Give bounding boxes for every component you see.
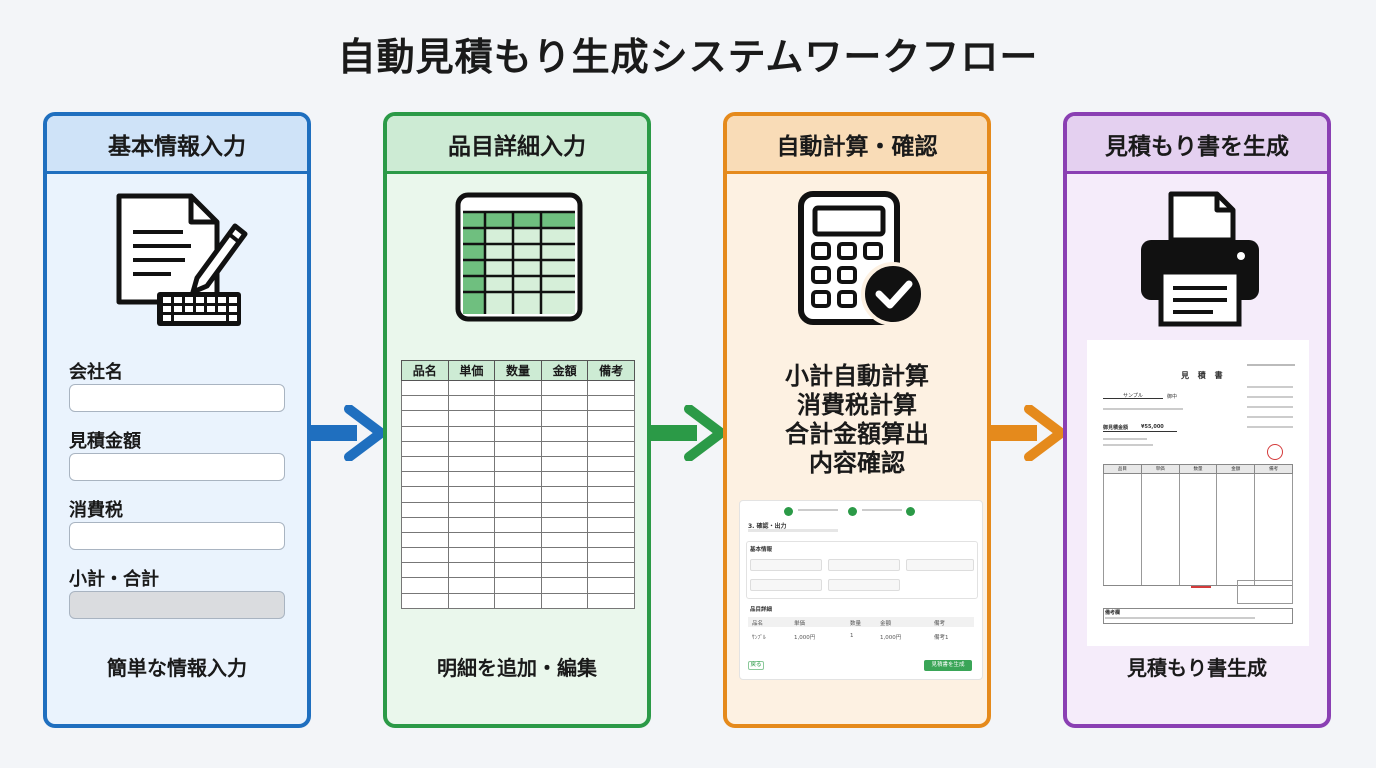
- consumption-tax-label: 消費税: [69, 500, 123, 521]
- seal-stamp: [1267, 444, 1283, 460]
- section-basic-label: 基本情報: [750, 547, 773, 553]
- table-row[interactable]: [401, 395, 635, 412]
- doc-header: 単価: [1140, 464, 1180, 474]
- step-header: 品目詳細入力: [387, 116, 647, 174]
- company-name-field[interactable]: [69, 384, 285, 412]
- total-value: ¥55,000: [1141, 424, 1164, 430]
- table-row[interactable]: [401, 501, 635, 518]
- calculator-check-icon: [798, 191, 925, 326]
- step-indicator: [784, 507, 793, 516]
- company-name-label: 会社名: [69, 362, 123, 383]
- spreadsheet-icon: [455, 192, 583, 322]
- estimate-amount-label: 見積金額: [69, 431, 141, 452]
- consumption-tax-field[interactable]: [69, 522, 285, 550]
- step-generate-estimate-card: 見積もり書を生成 見 積 書 サンプル 御中 御見積金額 ¥55,000 品目: [1063, 112, 1331, 728]
- document-keyboard-icon: [116, 193, 248, 326]
- row-cell: 1,000円: [880, 635, 902, 641]
- step-header: 見積もり書を生成: [1067, 116, 1327, 174]
- step-basic-info-card: 基本情報入力 会社名 見積金額 消費税 小計・合計 簡単な情報入力: [43, 112, 311, 728]
- table-row[interactable]: [401, 547, 635, 564]
- calc-item: 合計金額算出: [785, 420, 929, 448]
- doc-header: 品目: [1103, 464, 1142, 474]
- calc-item: 消費税計算: [797, 391, 917, 419]
- row-cell: 備考1: [934, 635, 949, 641]
- step-header: 基本情報入力: [47, 116, 307, 174]
- table-row[interactable]: [401, 592, 635, 609]
- subtotal-total-field: [69, 591, 285, 619]
- arrow-right-icon: [991, 405, 1065, 461]
- document-table: 品目 単価 数量 金額 備考: [1103, 464, 1293, 586]
- calc-item: 小計自動計算: [785, 362, 929, 390]
- step-indicator: [848, 507, 857, 516]
- calc-item: 内容確認: [809, 449, 905, 477]
- table-row[interactable]: [401, 531, 635, 549]
- table-row[interactable]: [401, 562, 635, 579]
- item-detail-table: 品名 単価 数量 金額 備考: [401, 360, 635, 609]
- arrow-right-icon: [311, 405, 385, 461]
- document-title: 見 積 書: [1181, 371, 1226, 380]
- step-auto-calc-card: 自動計算・確認 小計自動計算 消費税計算 合計金額算出 内容確認 3. 確認・出…: [723, 112, 991, 728]
- arrow-right-icon: [651, 405, 725, 461]
- doc-header: 備考: [1254, 464, 1293, 474]
- col-header: 金額: [880, 621, 892, 627]
- row-cell: 1,000円: [794, 635, 816, 641]
- client-name: サンプル: [1123, 393, 1143, 399]
- step-caption: 見積もり書生成: [1127, 656, 1267, 680]
- doc-header: 数量: [1178, 464, 1218, 474]
- subtotal-total-label: 小計・合計: [69, 569, 159, 590]
- doc-header: 金額: [1216, 464, 1256, 474]
- estimate-document-preview: 見 積 書 サンプル 御中 御見積金額 ¥55,000 品目 単価 数量 金額 …: [1087, 340, 1309, 646]
- table-header-amount: 金額: [540, 360, 589, 381]
- table-row[interactable]: [401, 440, 635, 457]
- step-header: 自動計算・確認: [727, 116, 987, 174]
- table-header-quantity: 数量: [494, 360, 542, 381]
- step-label: 3. 確認・出力: [748, 523, 787, 530]
- section-items-label: 品目詳細: [750, 607, 773, 613]
- table-row[interactable]: [401, 410, 635, 427]
- row-cell: 1: [850, 633, 854, 639]
- table-row[interactable]: [401, 577, 635, 594]
- row-cell: ｻﾝﾌﾟﾙ: [752, 635, 766, 641]
- honorific: 御中: [1167, 394, 1178, 400]
- table-row[interactable]: [401, 425, 635, 442]
- table-header-name: 品名: [401, 360, 449, 381]
- total-label: 御見積金額: [1103, 425, 1129, 431]
- step-caption: 簡単な情報入力: [107, 656, 247, 680]
- printer-icon: [1141, 191, 1259, 327]
- table-row[interactable]: [401, 379, 635, 397]
- notes-label: 備考欄: [1105, 610, 1121, 616]
- estimate-amount-field[interactable]: [69, 453, 285, 481]
- step-indicator: [906, 507, 915, 516]
- back-button[interactable]: 戻る: [748, 661, 764, 670]
- table-header-unit-price: 単価: [447, 360, 496, 381]
- col-header: 品名: [752, 621, 764, 627]
- step-item-details-card: 品目詳細入力 品名 単価 数量 金額 備考: [383, 112, 651, 728]
- table-row[interactable]: [401, 516, 635, 533]
- table-row[interactable]: [401, 471, 635, 488]
- step-caption: 明細を追加・編集: [437, 656, 597, 680]
- generate-estimate-button[interactable]: 見積書を生成: [924, 660, 972, 671]
- table-header-remarks: 備考: [587, 360, 635, 381]
- confirmation-screen-preview: 3. 確認・出力 基本情報 品目詳細 品名 単価 数量 金額 備考 ｻﾝﾌﾟﾙ …: [739, 500, 983, 680]
- diagram-title: 自動見積もり生成システムワークフロー: [337, 35, 1039, 79]
- col-header: 備考: [934, 621, 946, 627]
- table-row[interactable]: [401, 486, 635, 503]
- col-header: 単価: [794, 621, 806, 627]
- col-header: 数量: [850, 621, 862, 627]
- calc-item-list: 小計自動計算 消費税計算 合計金額算出 内容確認: [727, 362, 987, 478]
- table-row[interactable]: [401, 455, 635, 473]
